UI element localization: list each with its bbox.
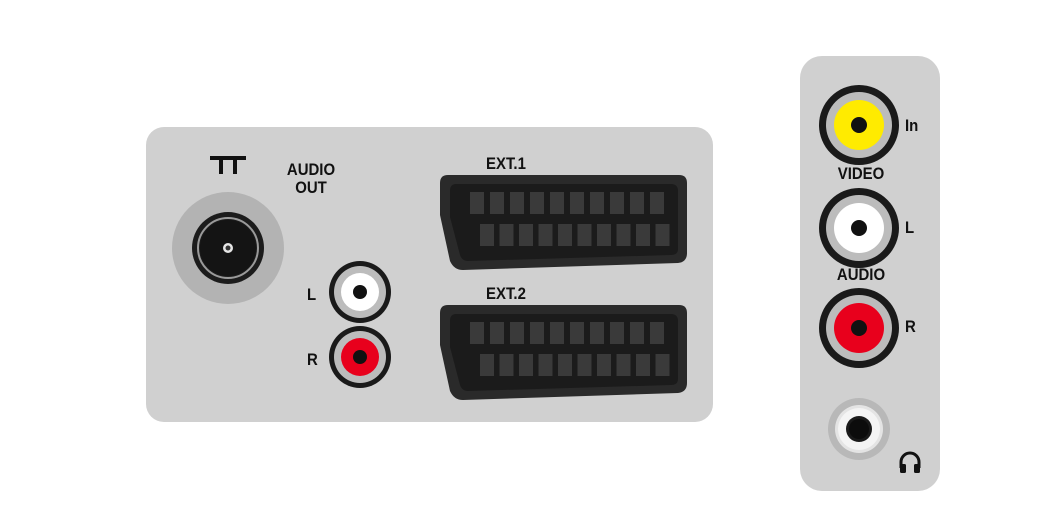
scart-pin (570, 192, 584, 214)
scart-pin (616, 224, 631, 246)
scart-pin (490, 322, 504, 344)
scart-pin (655, 224, 670, 246)
scart-pin (519, 224, 533, 246)
scart-pin (480, 224, 494, 246)
scart-pin (577, 224, 592, 246)
side-video-label: VIDEO (837, 164, 885, 183)
scart-pin (558, 354, 572, 376)
audio-out-label: AUDIO OUT (280, 161, 342, 197)
scart-pin (480, 354, 494, 376)
antenna-icon (210, 156, 246, 174)
scart-pin (499, 224, 514, 246)
side-audio-left-jack[interactable] (819, 188, 899, 268)
scart-pin (499, 354, 514, 376)
scart-pin (636, 354, 650, 376)
scart-pin (530, 192, 544, 214)
scart-pin (470, 192, 484, 214)
scart-pin (530, 322, 544, 344)
scart-pin (519, 354, 533, 376)
scart-pin (610, 192, 624, 214)
scart-pin (510, 322, 524, 344)
side-video-in-label: In (905, 116, 919, 135)
headphone-jack[interactable] (828, 398, 890, 460)
scart-pin (550, 192, 564, 214)
side-video-in-jack[interactable] (819, 85, 899, 165)
scart-pin (538, 354, 553, 376)
scart-pin (590, 192, 604, 214)
side-audio-left-label: L (905, 218, 915, 237)
scart-pin (558, 224, 572, 246)
scart-pin (650, 322, 664, 344)
scart-pin (650, 192, 664, 214)
scart-pin (538, 224, 553, 246)
rear-audio-left-label: L (307, 285, 317, 304)
audio-out-label-line1: AUDIO (286, 160, 336, 179)
scart-pin (510, 192, 524, 214)
scart-pin (597, 224, 611, 246)
side-audio-right-jack[interactable] (819, 288, 899, 368)
scart-pin (630, 322, 644, 344)
rear-audio-right-label: R (307, 350, 318, 369)
side-audio-right-label: R (905, 317, 916, 336)
scart-pin (616, 354, 631, 376)
antenna-socket[interactable] (172, 192, 284, 304)
scart-pin (577, 354, 592, 376)
scart-pin (655, 354, 670, 376)
scart-pin (550, 322, 564, 344)
scart-pin (490, 192, 504, 214)
scart-pin (610, 322, 624, 344)
ext2-label: EXT.2 (486, 284, 526, 303)
rear-audio-right-jack[interactable] (329, 326, 391, 388)
scart-pin (597, 354, 611, 376)
ext1-scart-connector[interactable] (440, 175, 687, 270)
rear-audio-left-jack[interactable] (329, 261, 391, 323)
scart-pin (570, 322, 584, 344)
scart-pin (630, 192, 644, 214)
scart-pin (470, 322, 484, 344)
side-audio-label: AUDIO (836, 265, 886, 284)
ext1-label: EXT.1 (486, 154, 526, 173)
ext2-scart-connector[interactable] (440, 305, 687, 400)
scart-pin (590, 322, 604, 344)
headphones-icon (899, 451, 921, 473)
audio-out-label-line2: OUT (295, 178, 327, 197)
scart-pin (636, 224, 650, 246)
